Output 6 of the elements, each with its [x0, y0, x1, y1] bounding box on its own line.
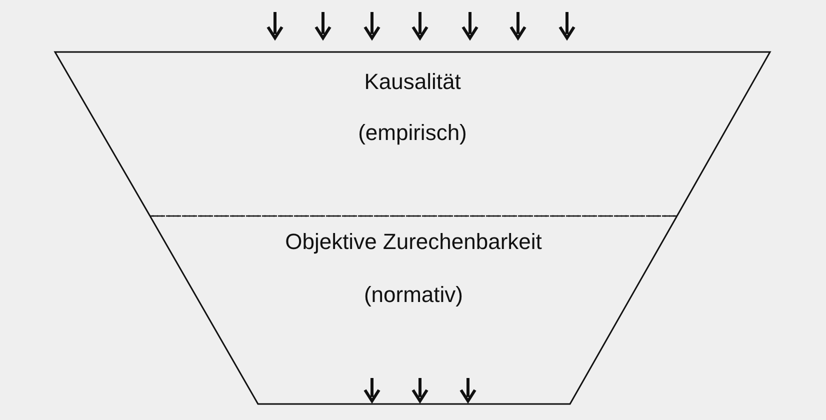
funnel-section — [150, 216, 677, 404]
section-subtitle: (empirisch) — [358, 120, 467, 146]
section-subtitle: (normativ) — [364, 282, 463, 308]
section-title: Objektive Zurechenbarkeit — [285, 229, 542, 255]
section-title: Kausalität — [364, 69, 461, 95]
funnel-section — [55, 52, 770, 216]
